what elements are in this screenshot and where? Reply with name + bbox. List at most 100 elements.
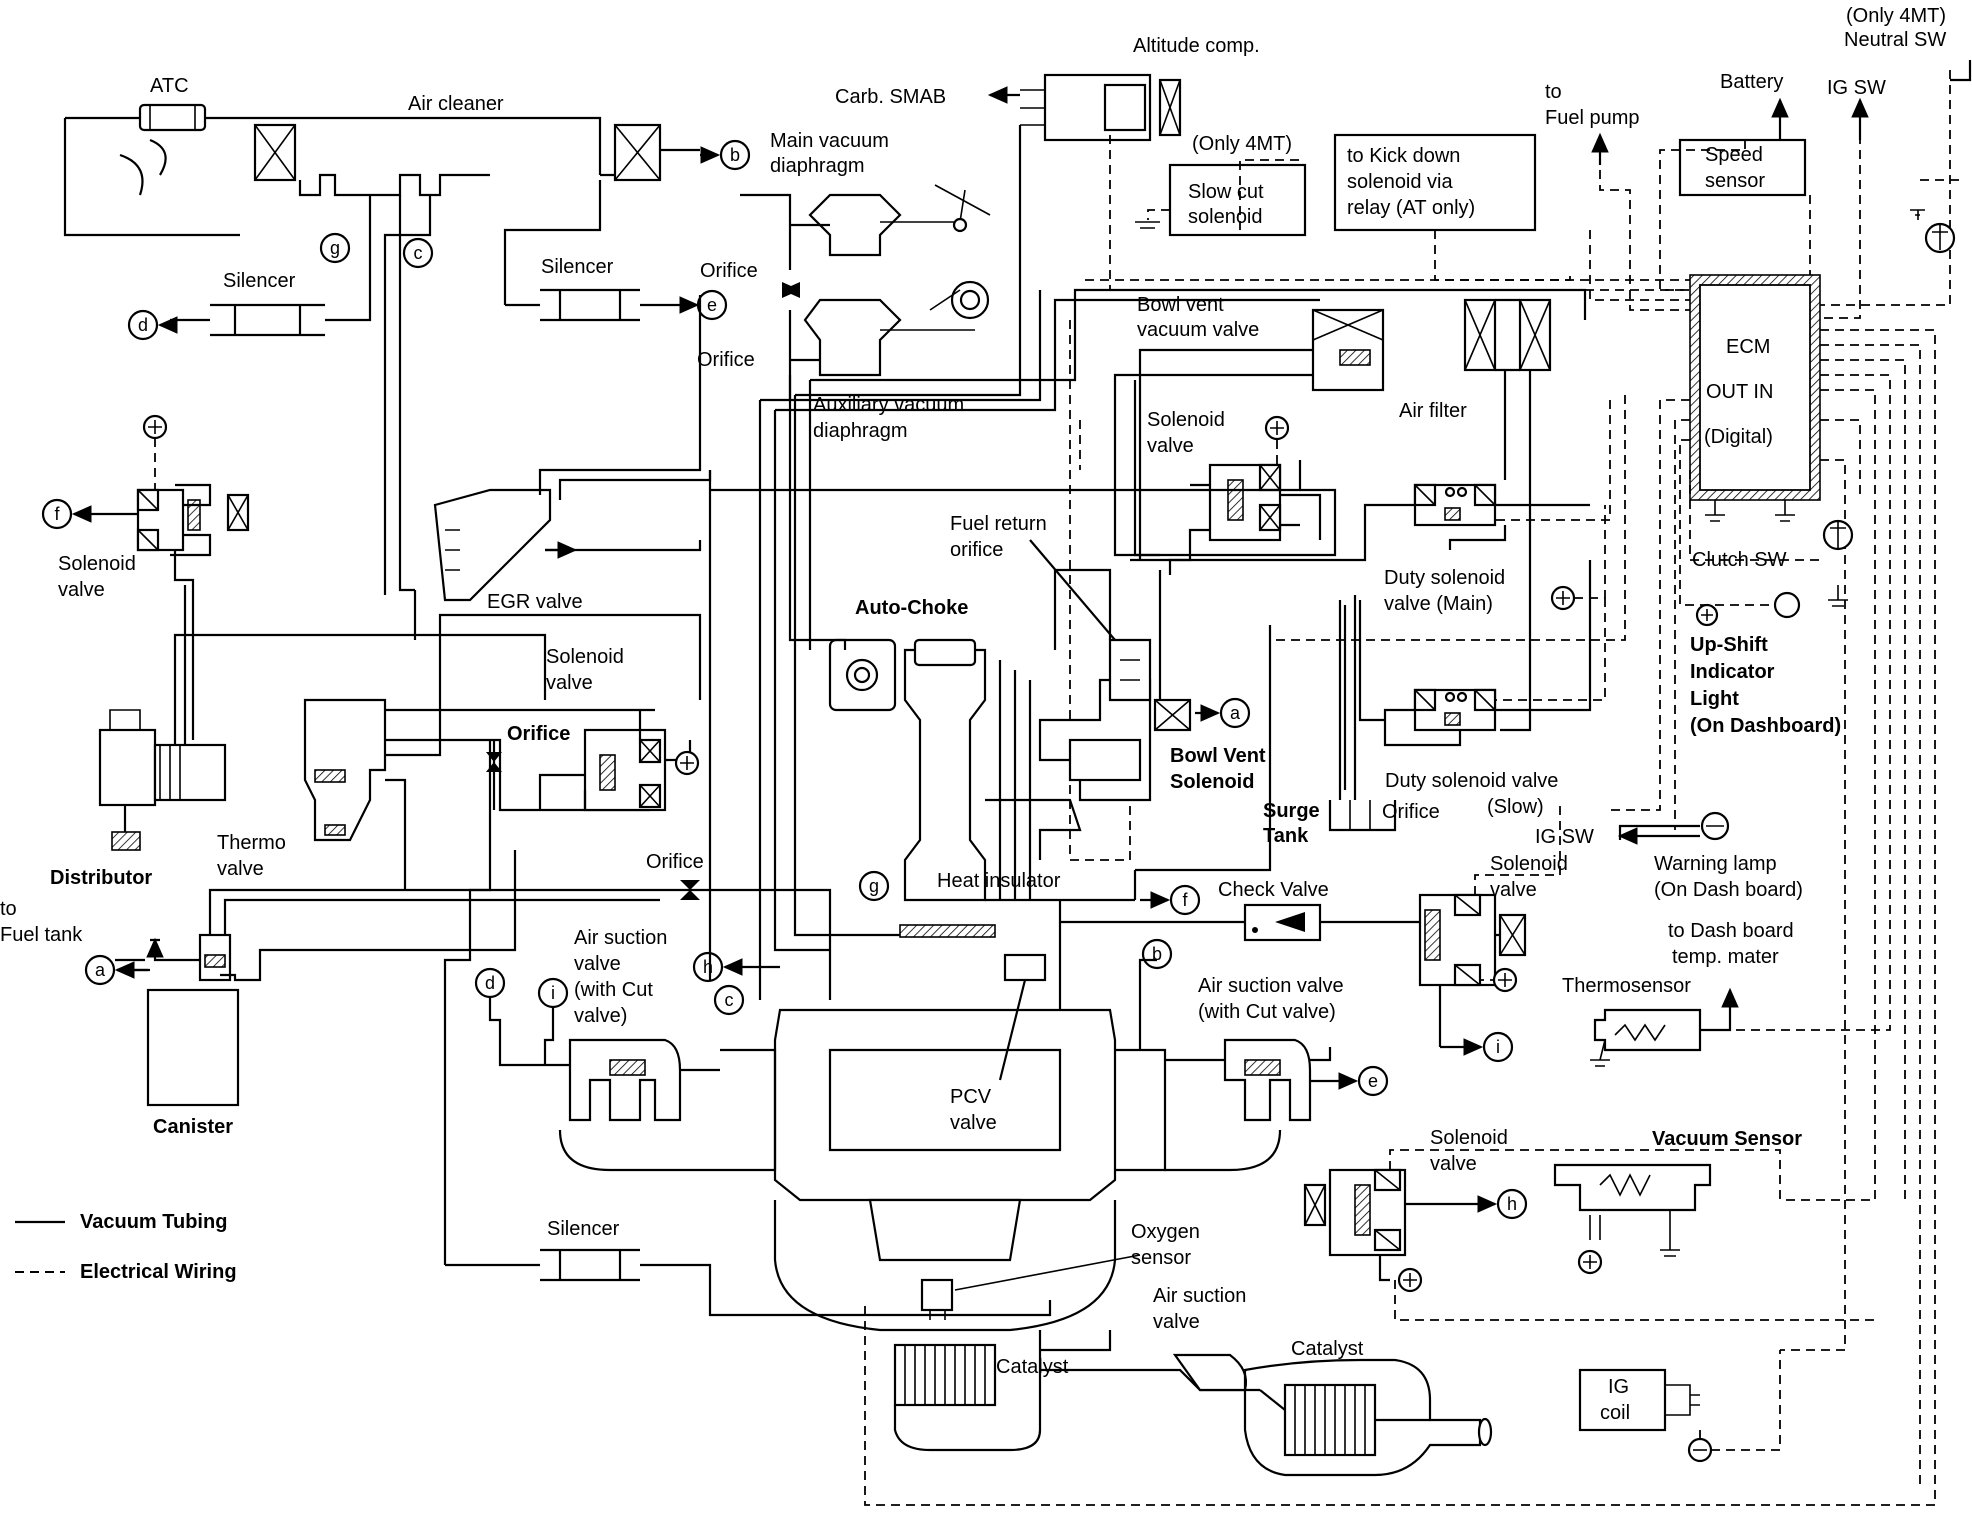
label-ecm: ECM (1726, 336, 1770, 358)
pcv-valve (1003, 953, 1047, 982)
svg-text:d: d (138, 315, 148, 335)
auto-choke (828, 638, 897, 712)
label-upshift-2: Indicator (1690, 661, 1775, 683)
connector-a-bowl: a (1219, 697, 1251, 729)
label-only4mt-slowcut: (Only 4MT) (1192, 133, 1292, 155)
canister (146, 933, 240, 1107)
label-duty-slow-1: Duty solenoid valve (1385, 770, 1558, 792)
label-kickdown-3: relay (AT only) (1347, 197, 1475, 219)
label-air-suction-left-1: Air suction (574, 927, 667, 949)
label-auto-choke: Auto-Choke (855, 597, 968, 619)
orifice-top (782, 282, 800, 298)
svg-text:h: h (1507, 1194, 1517, 1214)
label-only4mt-neutral-1: (Only 4MT) (1846, 5, 1946, 27)
svg-text:b: b (1152, 944, 1162, 964)
distributor (98, 709, 227, 851)
label-solenoid-mid-2: valve (546, 672, 593, 694)
solenoid-valve-mid-left (583, 728, 667, 812)
solenoid-valve-left (136, 483, 250, 557)
connector-e-right: e (1357, 1065, 1389, 1097)
svg-text:d: d (485, 973, 495, 993)
plus-terminal-duty (1550, 585, 1576, 611)
label-air-suction-bottom-1: Air suction (1153, 1285, 1246, 1307)
label-catalyst-left: Catalyst (996, 1356, 1069, 1378)
label-silencer-left: Silencer (223, 270, 296, 292)
bowl-vent-solenoid (1153, 698, 1192, 732)
label-egr-valve: EGR valve (487, 591, 583, 613)
label-aux-vac-1: Auxiliary vacuum (813, 394, 964, 416)
svg-text:g: g (330, 238, 340, 258)
connector-e-mid: e (696, 289, 728, 321)
label-battery: Battery (1720, 71, 1783, 93)
duty-solenoid-valve-slow (1413, 688, 1497, 732)
engine-block (558, 1008, 1282, 1332)
label-thermosensor: Thermosensor (1562, 975, 1691, 997)
connector-g-mid: g (858, 870, 890, 902)
label-silencer-bottom: Silencer (547, 1218, 620, 1240)
label-altitude-comp: Altitude comp. (1133, 35, 1260, 57)
label-orifice-mid: Orifice (697, 349, 755, 371)
label-fuel-return-1: Fuel return (950, 513, 1047, 535)
label-solenoid-right-2: valve (1490, 879, 1537, 901)
plus-terminal-top (1264, 415, 1290, 441)
label-main-vac-2: diaphragm (770, 155, 865, 177)
label-bowl-vent-sol-2: Solenoid (1170, 771, 1254, 793)
connector-f-left: f (41, 498, 73, 530)
plus-terminal-right (1492, 967, 1518, 993)
svg-text:c: c (725, 990, 734, 1010)
label-air-filter: Air filter (1399, 400, 1467, 422)
svg-text:f: f (1182, 890, 1188, 910)
label-solenoid-right-1: Solenoid (1490, 853, 1568, 875)
label-duty-main-1: Duty solenoid (1384, 567, 1505, 589)
bowl-vent-vacuum-valve (1311, 308, 1385, 392)
label-ig-coil-1: IG (1608, 1376, 1629, 1398)
connector-i-mid: i (537, 977, 569, 1009)
label-warning-lamp-1: Warning lamp (1654, 853, 1777, 875)
plus-terminal-left (142, 414, 168, 440)
upshift-indicator-light (1695, 591, 1801, 627)
label-fuel-return-2: orifice (950, 539, 1003, 561)
label-solenoid-left-2: valve (58, 579, 105, 601)
label-solenoid-mid-1: Solenoid (546, 646, 624, 668)
heat-insulator (899, 924, 996, 938)
connector-d-mid: d (474, 967, 506, 999)
label-solenoid-low-2: valve (1430, 1153, 1477, 1175)
label-speed-sensor-2: sensor (1705, 170, 1765, 192)
thermo-valve (303, 698, 387, 842)
label-speed-sensor-1: Speed (1705, 144, 1763, 166)
air-cleaner (63, 116, 700, 237)
connector-c-mid: c (713, 984, 745, 1016)
label-main-vac-1: Main vacuum (770, 130, 889, 152)
plus-terminal-vacuum-sensor (1577, 1249, 1603, 1275)
label-distributor: Distributor (50, 867, 152, 889)
label-silencer-mid: Silencer (541, 256, 614, 278)
label-air-cleaner: Air cleaner (408, 93, 504, 115)
label-upshift-1: Up-Shift (1690, 634, 1768, 656)
label-pcv-2: valve (950, 1112, 997, 1134)
svg-text:a: a (1230, 703, 1241, 723)
label-catalyst-right: Catalyst (1291, 1338, 1364, 1360)
silencer-bottom (445, 1248, 870, 1317)
label-ig-sw-mid: IG SW (1535, 826, 1594, 848)
label-orifice-solenoid: Orifice (507, 723, 570, 745)
connector-h-mid: h (692, 951, 724, 983)
label-dash-temp-2: temp. mater (1672, 946, 1779, 968)
connector-h-right: h (1496, 1188, 1528, 1220)
svg-text:g: g (869, 876, 879, 896)
label-digital: (Digital) (1704, 426, 1773, 448)
label-air-suction-right-2: (with Cut valve) (1198, 1001, 1336, 1023)
connector-g-top: g (319, 232, 351, 264)
label-clutch-sw: Clutch SW (1692, 549, 1787, 571)
ig-coil (1578, 1368, 1700, 1432)
plus-terminal-low (1397, 1267, 1423, 1293)
label-orifice-bottom: Orifice (646, 851, 704, 873)
label-solenoid-top-2: valve (1147, 435, 1194, 457)
label-to-fuel-pump-1: to (1545, 81, 1562, 103)
label-solenoid-low-1: Solenoid (1430, 1127, 1508, 1149)
label-to-fuel-tank-2: Fuel tank (0, 924, 83, 946)
solenoid-valve-top (1208, 463, 1282, 542)
label-slow-cut-2: solenoid (1188, 206, 1263, 228)
connector-f-mid: f (1169, 884, 1201, 916)
connector-i-right: i (1482, 1031, 1514, 1063)
